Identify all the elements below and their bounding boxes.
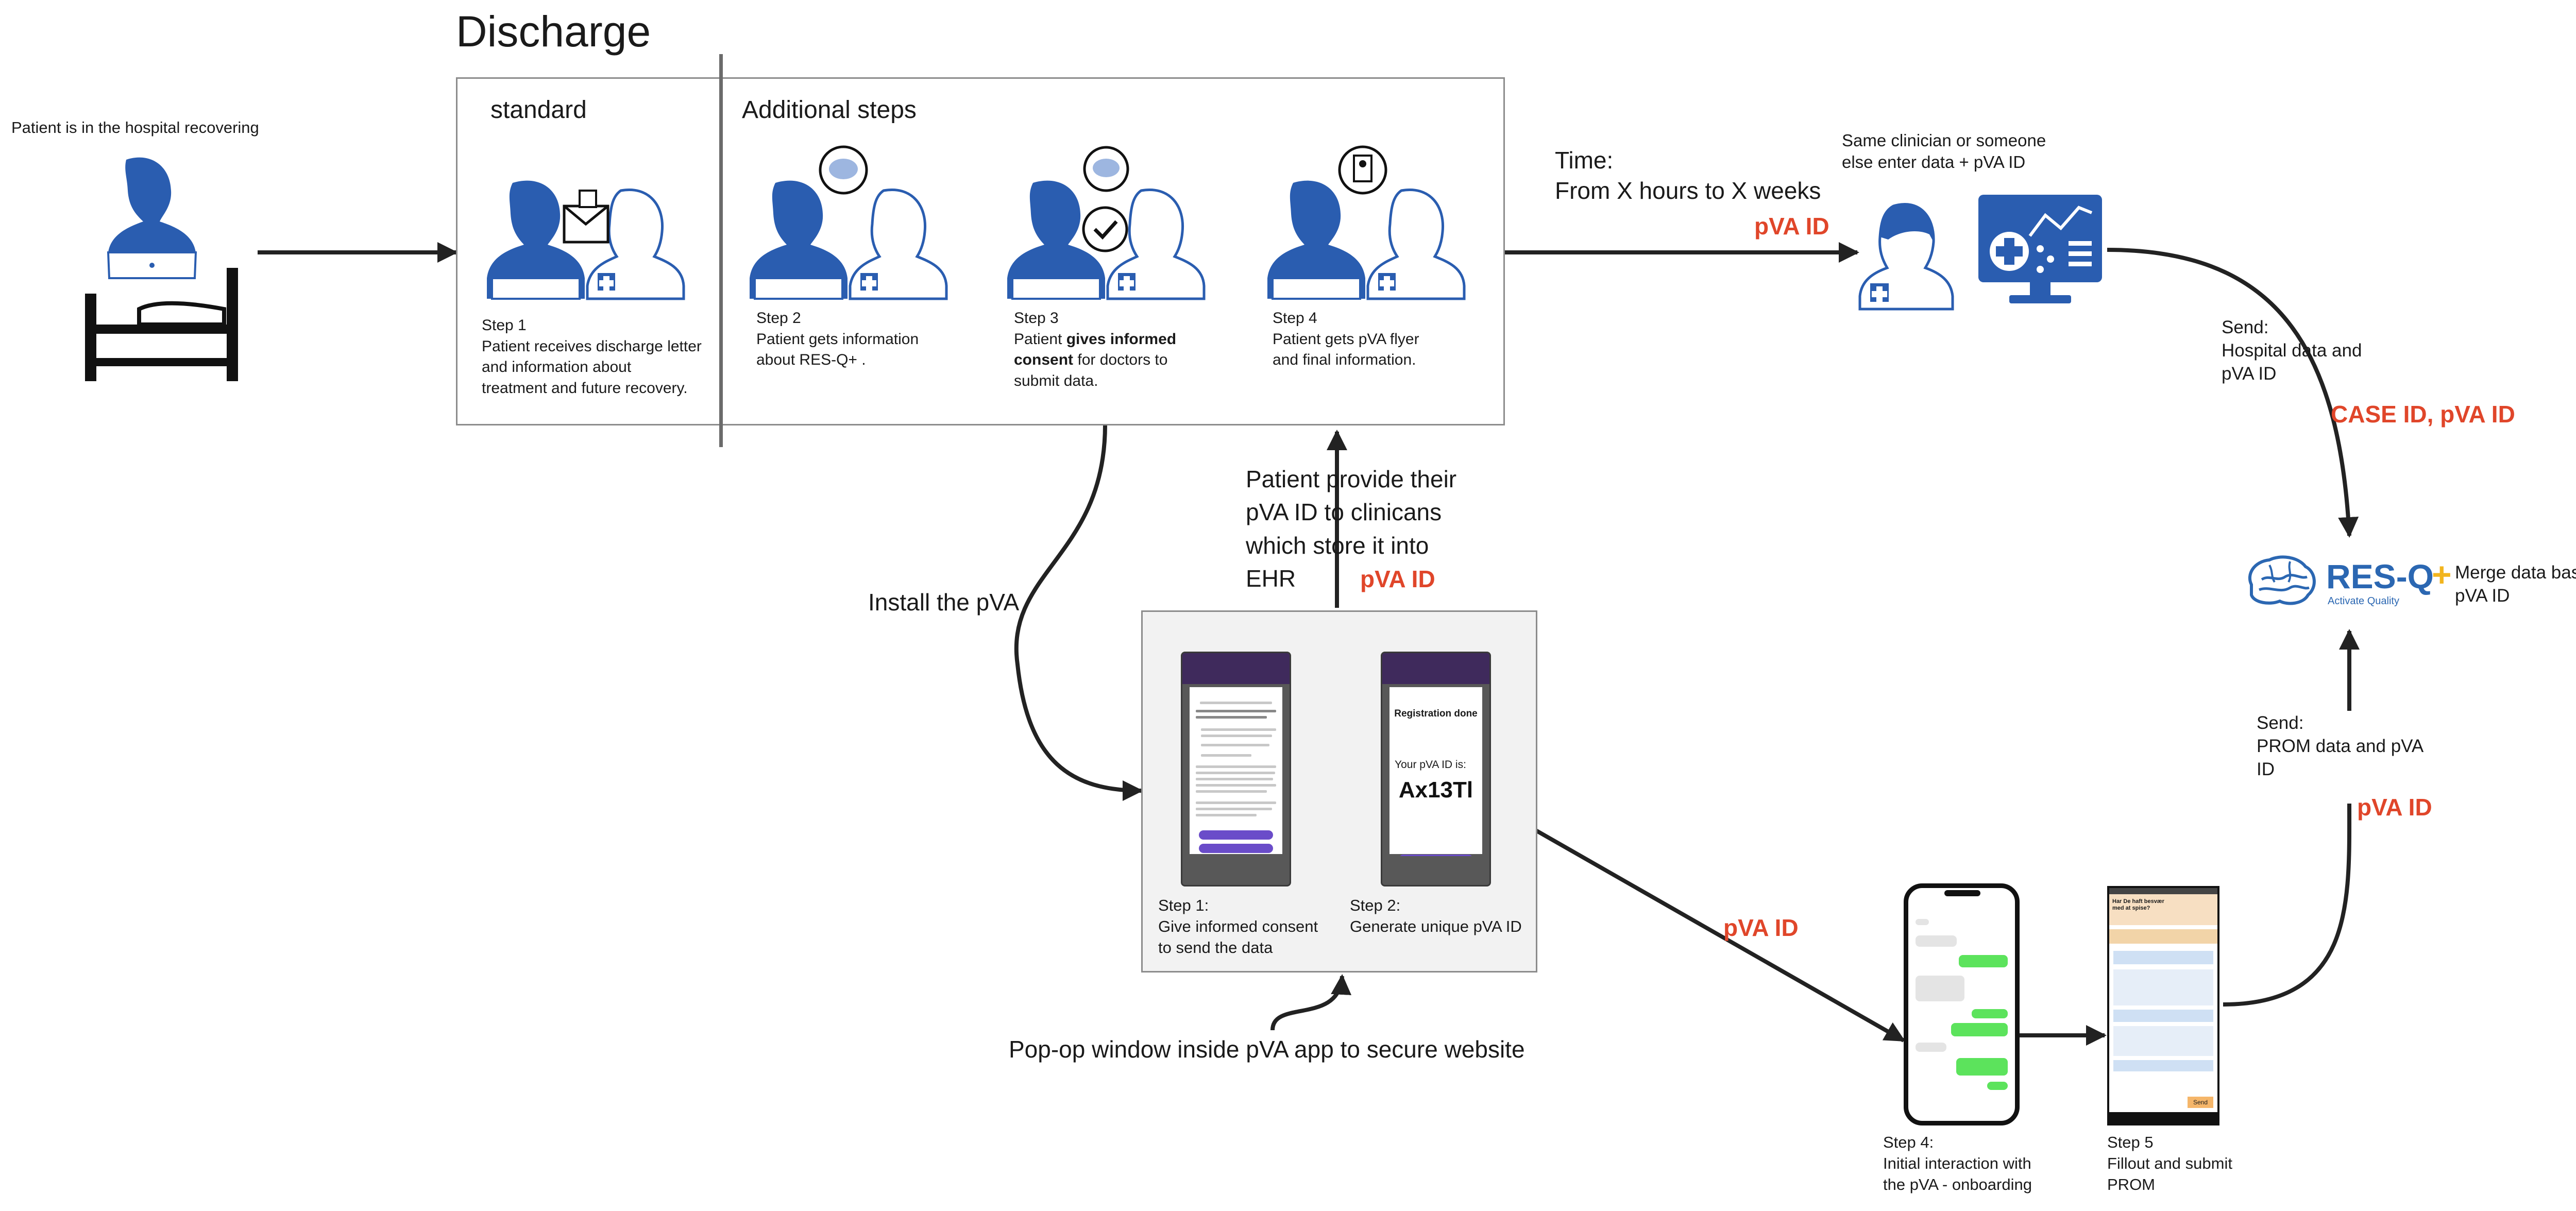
step3-pre: Patient [1014, 330, 1066, 348]
patient-label: Patient is in the hospital recovering [11, 118, 259, 137]
pva-code: Ax13Tl [1398, 777, 1473, 803]
chat-bubble-in [1916, 919, 1929, 925]
clinician-label: Same clinician or someone else enter dat… [1842, 131, 2046, 172]
prom-message-block [2113, 969, 2213, 1005]
chat-bubble-in [1916, 935, 1957, 947]
app-step1-text: Step 1: Give informed consent to send th… [1158, 896, 1318, 957]
prom-message-block [2113, 1060, 2213, 1071]
arrow-popup [1270, 974, 1352, 1031]
step4-figures-icon [1267, 145, 1466, 300]
arrow-prom-to-resq [2223, 803, 2352, 1007]
additional-steps-label: Additional steps [742, 96, 917, 124]
registration-phone-screen: Registration done Your pVA ID is: Ax13Tl… [1381, 652, 1491, 886]
consent-screen-content [1190, 687, 1282, 863]
chat-bubble-out [1972, 1009, 2008, 1018]
send-hospital-label: Send: Hospital data and pVA ID [2222, 317, 2362, 384]
step3-bold: gives informed consent [1014, 330, 1177, 369]
chat-bubble-in [1916, 1043, 1946, 1052]
pva-id-label-4: pVA ID [2357, 794, 2432, 821]
prom-nav-bar [2109, 1112, 2217, 1123]
chat-bubble-in [1916, 976, 1964, 1001]
step1-text: Step 1 Patient receives discharge letter… [482, 317, 702, 397]
consent-button[interactable] [1199, 830, 1273, 840]
case-id-label: CASE ID, pVA ID [2331, 401, 2515, 428]
merge-label: Merge data based on pVA ID [2455, 562, 2576, 606]
step1-figures-icon [487, 180, 685, 300]
chat-bubble-out [1959, 955, 2008, 967]
phone-footer [1182, 856, 1290, 885]
step2-text: Step 2 Patient gets information about RE… [756, 310, 919, 368]
monitor-dashboard-icon [1978, 195, 2102, 303]
onboarding-phone [1904, 883, 2020, 1125]
divider [719, 54, 723, 447]
send-prom-label: Send: PROM data and pVA ID [2257, 713, 2424, 779]
pva-id-label-3: pVA ID [1723, 914, 1799, 941]
pva-id-label-2: pVA ID [1360, 566, 1435, 592]
prom-message-block [2113, 1010, 2213, 1022]
prom-status-bar [2109, 888, 2217, 894]
resq-logo: RES-Q + Activate Quality [2241, 554, 2452, 616]
phone-header-2 [1382, 653, 1489, 684]
resq-logo-plus: + [2432, 555, 2452, 593]
step3-figures-icon [1007, 146, 1206, 300]
chat-bubble-out [1951, 1023, 2008, 1036]
arrow-install-pva [1014, 424, 1143, 801]
step3-number: Step 3 [1014, 310, 1059, 327]
popup-label: Pop-op window inside pVA app to secure w… [1009, 1036, 1525, 1063]
prom-phone: Har De haft besvær med at spise? Send [2107, 886, 2219, 1125]
page-title: Discharge [456, 7, 651, 56]
step3-description: Patient gives informed consent for docto… [1014, 329, 1199, 392]
step2-figures-icon [750, 145, 948, 300]
resq-logo-subtitle: Activate Quality [2328, 595, 2399, 607]
prom-message-block [2113, 951, 2213, 964]
arrow-hospital-to-resq [2107, 248, 2359, 538]
registration-done-title: Registration done [1394, 708, 1478, 719]
patient-in-bed-icon [85, 157, 238, 381]
pva-id-label-1: pVA ID [1754, 213, 1829, 240]
app-step2-text: Step 2: Generate unique pVA ID [1350, 896, 1522, 935]
phone-header [1182, 653, 1290, 684]
time-label: Time: From X hours to X weeks [1555, 147, 1821, 204]
prom-step-text: Step 5 Fillout and submit PROM [2107, 1133, 2232, 1193]
prom-message-block [2113, 1026, 2213, 1056]
patient-provide-label: Patient provide their pVA ID to clinican… [1246, 466, 1457, 592]
prom-send-button[interactable]: Send [2188, 1097, 2213, 1108]
resq-logo-text: RES-Q [2326, 557, 2434, 595]
registration-screen-content: Registration done Your pVA ID is: Ax13Tl… [1389, 687, 1482, 865]
clinician-icon [1858, 203, 1954, 311]
your-pva-id-label: Your pVA ID is: [1395, 759, 1466, 771]
install-pva-label: Install the pVA [868, 589, 1020, 616]
prom-answer-options[interactable] [2109, 929, 2217, 944]
phone-footer-2 [1382, 856, 1489, 885]
prom-question: Har De haft besvær med at spise? [2112, 898, 2164, 912]
phone-notch [1944, 890, 1980, 896]
consent-phone-screen [1181, 652, 1291, 886]
step3-post: for doctors to submit data. [1014, 351, 1168, 389]
decline-button[interactable] [1199, 844, 1273, 853]
prom-header: Har De haft besvær med at spise? [2109, 894, 2217, 925]
step3-text: Step 3 Patient gives informed consent fo… [1014, 308, 1199, 391]
chat-bubble-out [1956, 1058, 2008, 1076]
arrow-to-onboarding [1488, 801, 1906, 1043]
step4-text: Step 4 Patient gets pVA flyer and final … [1273, 310, 1419, 368]
onboarding-step-text: Step 4: Initial interaction with the pVA… [1883, 1133, 2032, 1193]
brain-icon [2248, 555, 2316, 605]
standard-label: standard [490, 96, 587, 124]
chat-bubble-out [1987, 1082, 2008, 1090]
